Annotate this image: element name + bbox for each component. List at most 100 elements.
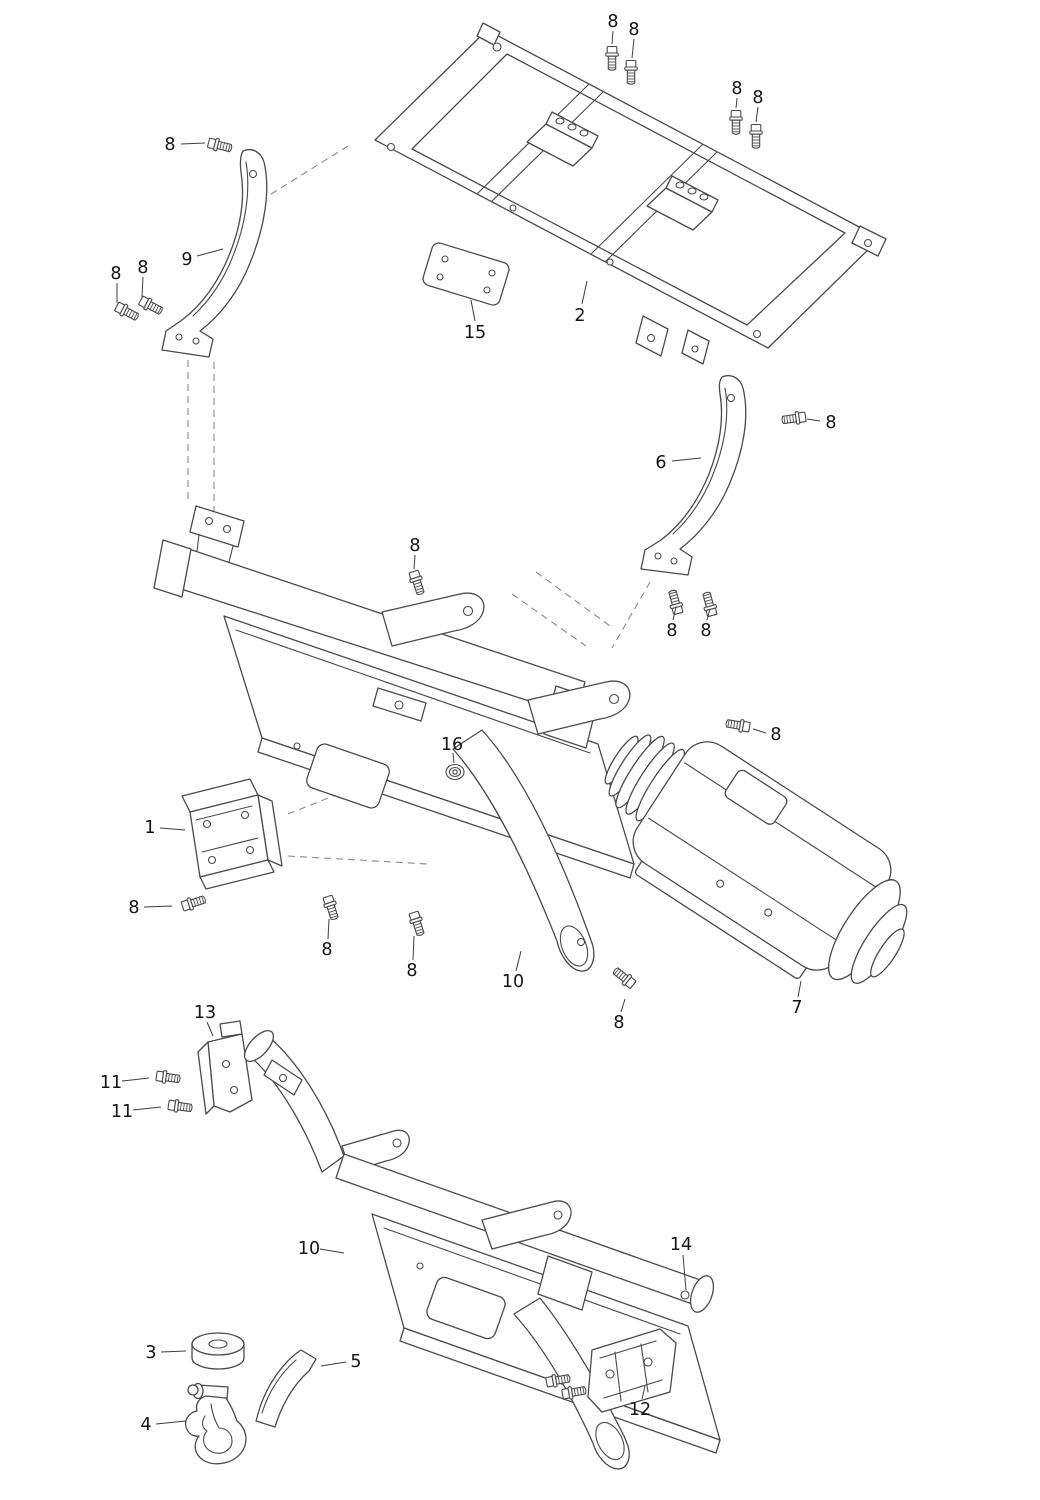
- part-6-right-support-bracket: [640, 374, 747, 576]
- callout-label-part-8: 8: [607, 12, 618, 32]
- hex-bolt-icon: [605, 45, 619, 71]
- callout-leader-line: [806, 418, 821, 422]
- part-2-winch-mount-frame: [374, 22, 887, 365]
- callout-label-part-11: 11: [100, 1073, 122, 1093]
- callout-label-part-8: 8: [128, 898, 139, 918]
- hex-bolt-icon: [725, 719, 751, 733]
- license-plate-recess: [306, 743, 390, 809]
- callout-leader-line: [132, 1106, 162, 1111]
- callout-leader-line: [641, 1385, 646, 1400]
- callout-label-part-16: 16: [441, 735, 463, 755]
- callout-label-part-8: 8: [731, 79, 742, 99]
- hex-bolt-icon: [781, 411, 807, 425]
- license-plate-recess-lower: [426, 1276, 506, 1340]
- callout-label-part-8: 8: [752, 88, 763, 108]
- callout-leader-line: [672, 606, 677, 621]
- hex-bolt-icon: [322, 894, 339, 920]
- part-9-left-support-bracket: [161, 148, 268, 358]
- hex-bolt-icon: [114, 301, 139, 321]
- callout-label-part-3: 3: [145, 1343, 156, 1363]
- callout-leader-line: [581, 280, 588, 305]
- riser-tube-end-cap: [243, 1029, 275, 1063]
- callout-label-part-8: 8: [666, 621, 677, 641]
- callout-leader-line: [620, 998, 626, 1013]
- callout-label-part-10: 10: [502, 972, 524, 992]
- callout-leader-line: [797, 980, 802, 998]
- callout-leader-line: [160, 1350, 187, 1353]
- callout-leader-line: [320, 1361, 347, 1367]
- callout-leader-line: [141, 276, 144, 298]
- callout-leader-line: [735, 97, 738, 109]
- part-3-spacer: [191, 1332, 245, 1370]
- part-15-backing-plate: [422, 242, 510, 306]
- callout-label-part-8: 8: [137, 258, 148, 278]
- fastener-layer: [114, 45, 807, 1400]
- callout-label-part-7: 7: [791, 998, 802, 1018]
- hex-bolt-icon: [702, 591, 718, 618]
- callout-label-part-8: 8: [770, 725, 781, 745]
- callout-leader-line: [121, 1077, 150, 1082]
- callout-leader-line: [413, 554, 416, 570]
- part-7-winch: [604, 734, 908, 984]
- callout-label-part-8: 8: [110, 264, 121, 284]
- callout-leader-line: [319, 1248, 345, 1254]
- callout-label-part-11: 11: [111, 1102, 133, 1122]
- callout-leader-line: [755, 106, 759, 123]
- callout-label-part-8: 8: [164, 135, 175, 155]
- hex-bolt-icon: [408, 910, 425, 936]
- part-4-winch-hook: [184, 1382, 247, 1465]
- callout-leader-line: [752, 728, 767, 734]
- callout-label-part-15: 15: [464, 323, 486, 343]
- hex-bolt-icon: [545, 1374, 571, 1388]
- callout-label-part-8: 8: [406, 961, 417, 981]
- callout-leader-line: [412, 935, 415, 961]
- hex-bolt-icon: [624, 59, 638, 85]
- tube-end-cap: [559, 925, 589, 967]
- callout-leader-line: [327, 918, 330, 940]
- part-13-bracket: [197, 1020, 253, 1115]
- part-12-hook-anchor-bracket: [587, 1328, 677, 1413]
- callout-label-part-8: 8: [628, 20, 639, 40]
- callout-label-part-8: 8: [409, 536, 420, 556]
- hex-bolt-icon: [612, 967, 637, 989]
- callout-leader-line: [631, 38, 635, 59]
- hex-bolt-icon: [408, 569, 425, 595]
- callout-label-part-6: 6: [655, 453, 666, 473]
- hex-bolt-icon: [138, 295, 163, 315]
- callout-leader-line: [671, 457, 702, 462]
- hex-bolt-icon: [729, 109, 743, 135]
- callout-leader-line: [143, 905, 173, 908]
- hex-bolt-icon: [749, 123, 763, 149]
- callout-label-part-8: 8: [700, 621, 711, 641]
- lower-bumper-assembly: [243, 1029, 721, 1470]
- flange-nut-icon: [445, 763, 465, 781]
- callout-label-part-4: 4: [140, 1415, 151, 1435]
- callout-label-part-12: 12: [629, 1400, 651, 1420]
- callout-leader-line: [452, 752, 455, 764]
- callout-label-part-13: 13: [194, 1003, 216, 1023]
- callout-label-part-1: 1: [144, 818, 155, 838]
- callout-label-part-5: 5: [350, 1352, 361, 1372]
- callout-label-part-2: 2: [574, 306, 585, 326]
- callout-label-part-9: 9: [181, 250, 192, 270]
- callout-leader-line: [180, 142, 206, 145]
- part-5-strap: [255, 1349, 317, 1428]
- bottom-tube-end-cap: [595, 1421, 625, 1461]
- callout-label-part-8: 8: [613, 1013, 624, 1033]
- part-1-mount-bracket: [181, 778, 283, 890]
- hex-bolt-icon: [561, 1386, 587, 1400]
- callout-leader-line: [196, 248, 224, 257]
- callout-leader-line: [206, 1021, 214, 1037]
- callout-label-part-8: 8: [321, 940, 332, 960]
- callout-leader-line: [515, 950, 522, 972]
- hex-bolt-icon: [180, 895, 206, 912]
- callout-leader-line: [159, 827, 186, 831]
- rail-tube-end-cap: [689, 1275, 715, 1313]
- hex-bolt-icon: [668, 589, 684, 616]
- upper-bumper-arms: [381, 592, 631, 735]
- callout-label-part-10: 10: [298, 1239, 320, 1259]
- hex-bolt-icon: [155, 1070, 181, 1084]
